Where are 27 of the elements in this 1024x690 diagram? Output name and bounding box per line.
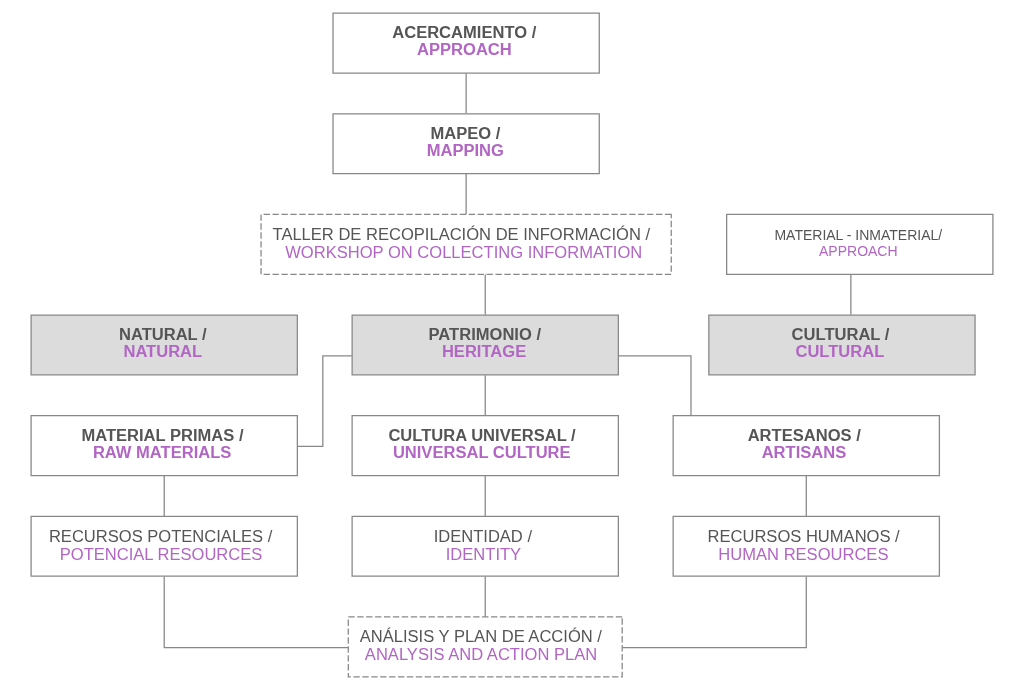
node-box: MATERIAL - INMATERIAL/ APPROACH bbox=[726, 213, 994, 275]
node-box: RECURSOS HUMANOS / HUMAN RESOURCES bbox=[672, 515, 941, 577]
node-box: CULTURAL / CULTURAL bbox=[708, 314, 976, 376]
node-box: IDENTIDAD / IDENTITY bbox=[351, 515, 619, 577]
connector bbox=[484, 475, 486, 517]
node-box: ARTESANOS / ARTISANS bbox=[672, 415, 941, 477]
connector bbox=[163, 576, 349, 649]
connector bbox=[465, 72, 467, 115]
connector bbox=[617, 355, 692, 416]
node-box: TALLER DE RECOPILACIÓN DE INFORMACIÓN / WORKSHOP ON COLLECTING INFORMATION bbox=[260, 213, 672, 275]
node-box: PATRIMONIO / HERITAGE bbox=[351, 314, 619, 376]
connector bbox=[850, 273, 852, 316]
connector bbox=[805, 475, 807, 517]
connector bbox=[484, 273, 486, 316]
node-box: MATERIAL PRIMAS / RAW MATERIALS bbox=[30, 415, 298, 477]
connector bbox=[621, 576, 807, 649]
node-box: ANÁLISIS Y PLAN DE ACCIÓN / ANALYSIS AND ACTION PLAN bbox=[347, 616, 623, 678]
connector bbox=[484, 575, 486, 618]
connector bbox=[484, 374, 486, 417]
node-box: CULTURA UNIVERSAL / UNIVERSAL CULTURE bbox=[351, 415, 619, 477]
node-box: NATURAL / NATURAL bbox=[30, 314, 298, 376]
connector bbox=[163, 475, 165, 517]
node-box: ACERCAMIENTO / APPROACH bbox=[332, 12, 600, 74]
node-box: RECURSOS POTENCIALES / POTENCIAL RESOURCES bbox=[30, 515, 298, 577]
connector bbox=[465, 173, 467, 215]
connector bbox=[297, 355, 353, 447]
node-box: MAPEO / MAPPING bbox=[332, 113, 600, 175]
